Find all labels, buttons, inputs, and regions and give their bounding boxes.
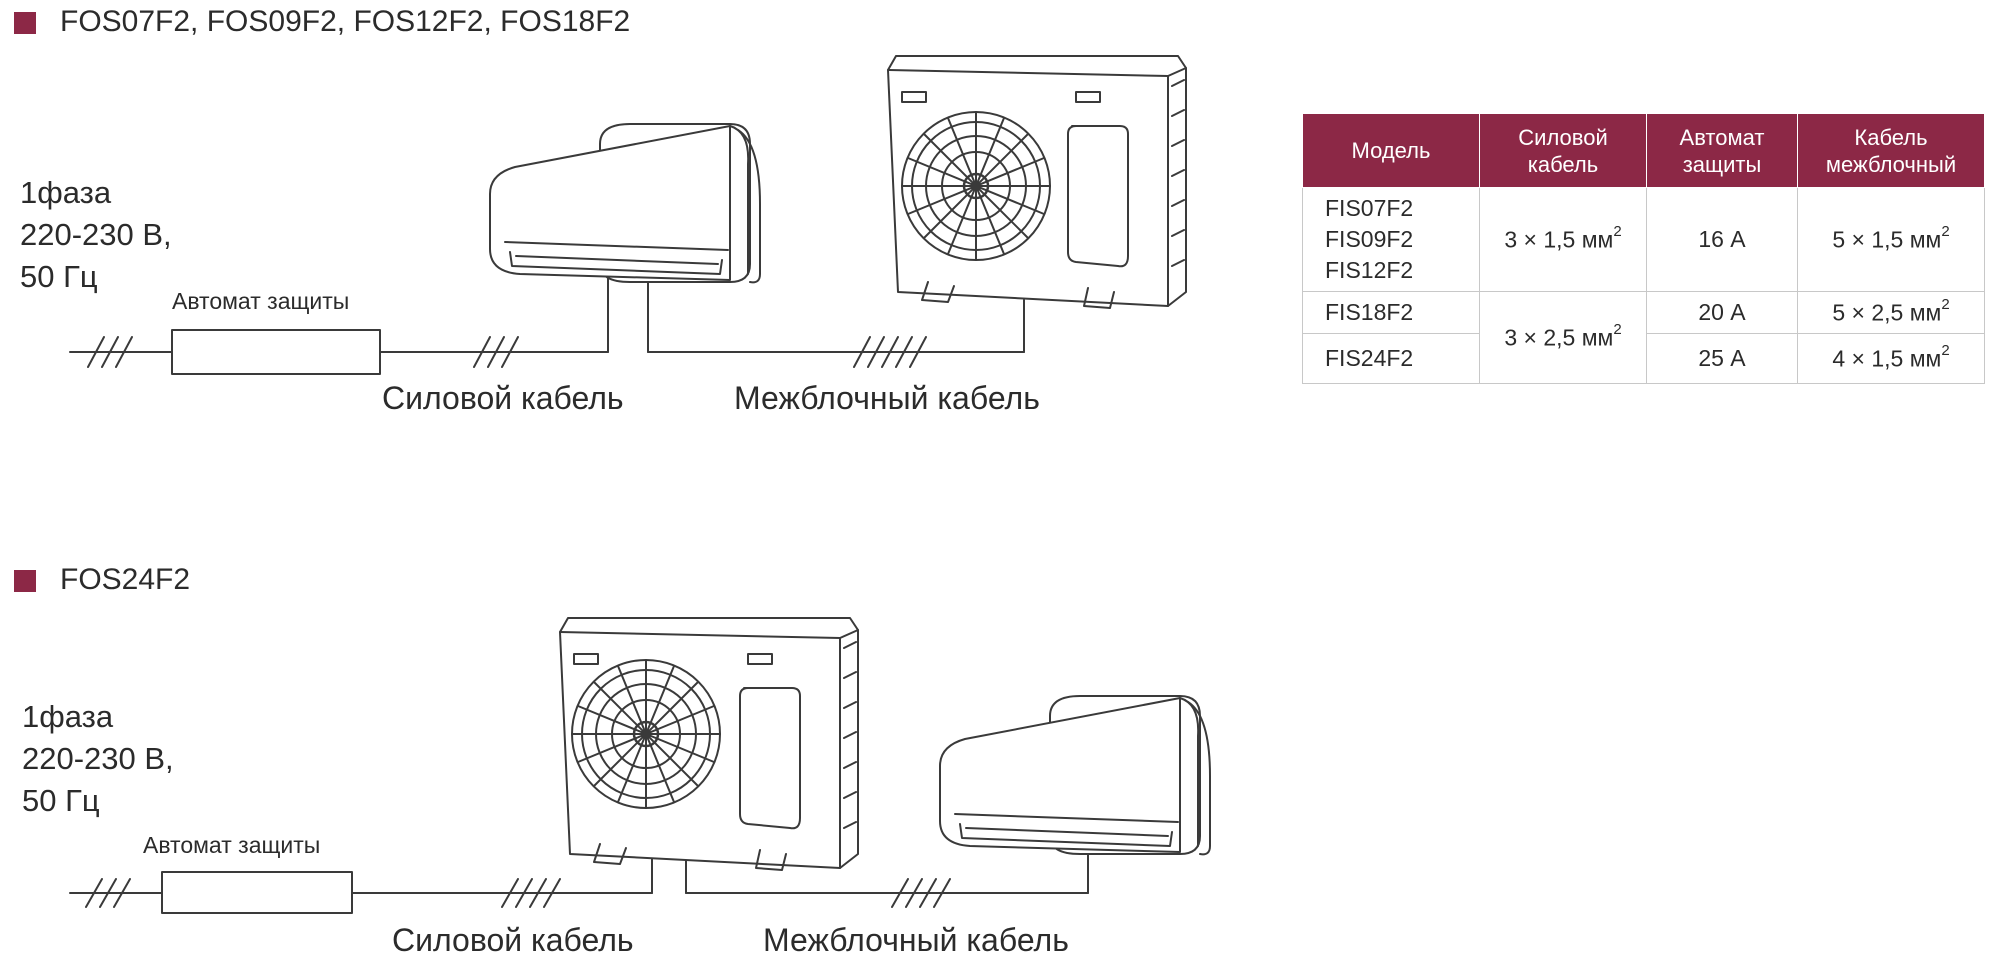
phase-line: 1фаза — [22, 699, 114, 734]
header-interunit-cable: Кабель межблочный — [1797, 113, 1985, 188]
section-title: FOS24F2 — [60, 563, 191, 596]
breaker-cell: 16 А — [1646, 187, 1798, 292]
breaker-cell: 20 А — [1646, 291, 1798, 334]
table-row: FIS24F2 25 А 4 × 1,5 мм2 — [1302, 333, 1985, 384]
power-cable-label: Силовой кабель — [382, 380, 624, 416]
model-cell: FIS24F2 — [1302, 333, 1480, 384]
header-line: межблочный — [1825, 151, 1957, 177]
interunit-cable-cell: 4 × 1,5 мм2 — [1797, 333, 1985, 384]
superscript: 2 — [1941, 222, 1950, 240]
section-title: FOS07F2, FOS09F2, FOS12F2, FOS18F2 — [60, 5, 631, 38]
indoor-unit — [489, 123, 761, 284]
section-marker — [14, 570, 36, 592]
interunit-cable-cell: 5 × 2,5 мм2 — [1797, 291, 1985, 334]
model-cell: FIS07F2 FIS09F2 FIS12F2 — [1302, 187, 1480, 292]
header-line: Модель — [1351, 138, 1431, 163]
breaker-cell: 25 А — [1646, 333, 1798, 384]
power-cable-cell: 3 × 1,5 мм2 — [1479, 187, 1647, 292]
outdoor-unit — [887, 55, 1187, 309]
section-marker — [14, 12, 36, 34]
frequency-line: 50 Гц — [20, 259, 98, 294]
voltage-line: 220-230 В, — [22, 741, 174, 776]
table-row: FIS18F2 3 × 2,5 мм2 20 А 5 × 2,5 мм2 — [1302, 291, 1985, 384]
cable-spec: 3 × 1,5 мм — [1504, 226, 1614, 253]
model-cell: FIS18F2 — [1302, 291, 1480, 334]
header-line: кабель — [1527, 151, 1599, 177]
superscript: 2 — [1613, 222, 1622, 240]
header-line: Кабель — [1854, 124, 1928, 150]
superscript: 2 — [1941, 341, 1950, 359]
phase-line: 1фаза — [20, 175, 112, 210]
breaker-box — [171, 329, 381, 375]
header-power-cable: Силовой кабель — [1479, 113, 1647, 188]
breaker-box — [161, 871, 353, 914]
header-line: Автомат — [1679, 124, 1765, 150]
header-model: Модель — [1302, 113, 1480, 188]
indoor-unit — [939, 695, 1211, 856]
phase-info: 1фаза 220-230 В, 50 Гц — [22, 696, 174, 822]
section2-wiring — [69, 825, 1089, 914]
header-line: защиты — [1682, 151, 1762, 177]
power-cable-cell: 3 × 2,5 мм2 — [1479, 291, 1647, 384]
header-line: Силовой — [1518, 124, 1608, 150]
cable-spec: 5 × 2,5 мм — [1832, 299, 1942, 326]
superscript: 2 — [1613, 320, 1622, 338]
cable-spec: 4 × 1,5 мм — [1832, 345, 1942, 372]
model-name: FIS12F2 — [1325, 257, 1414, 283]
cable-spec: 3 × 2,5 мм — [1504, 324, 1614, 351]
spec-table: Модель Силовой кабель Автомат защиты Каб… — [1302, 113, 1985, 384]
outdoor-unit — [559, 617, 859, 871]
model-name: FIS09F2 — [1325, 226, 1414, 252]
breaker-label: Автомат защиты — [172, 288, 350, 314]
model-name: FIS07F2 — [1325, 195, 1414, 221]
phase-info: 1фаза 220-230 В, 50 Гц — [20, 172, 172, 298]
power-cable-label: Силовой кабель — [392, 922, 634, 958]
voltage-line: 220-230 В, — [20, 217, 172, 252]
frequency-line: 50 Гц — [22, 783, 100, 818]
interunit-cable-cell: 5 × 1,5 мм2 — [1797, 187, 1985, 292]
table-row: FIS07F2 FIS09F2 FIS12F2 3 × 1,5 мм2 16 А… — [1302, 187, 1985, 292]
interunit-cable-label: Межблочный кабель — [763, 922, 1069, 958]
header-breaker: Автомат защиты — [1646, 113, 1798, 188]
breaker-label: Автомат защиты — [143, 832, 321, 858]
superscript: 2 — [1941, 295, 1950, 313]
interunit-cable-label: Межблочный кабель — [734, 380, 1040, 416]
cable-spec: 5 × 1,5 мм — [1832, 226, 1942, 253]
section1-wiring — [69, 275, 1025, 375]
